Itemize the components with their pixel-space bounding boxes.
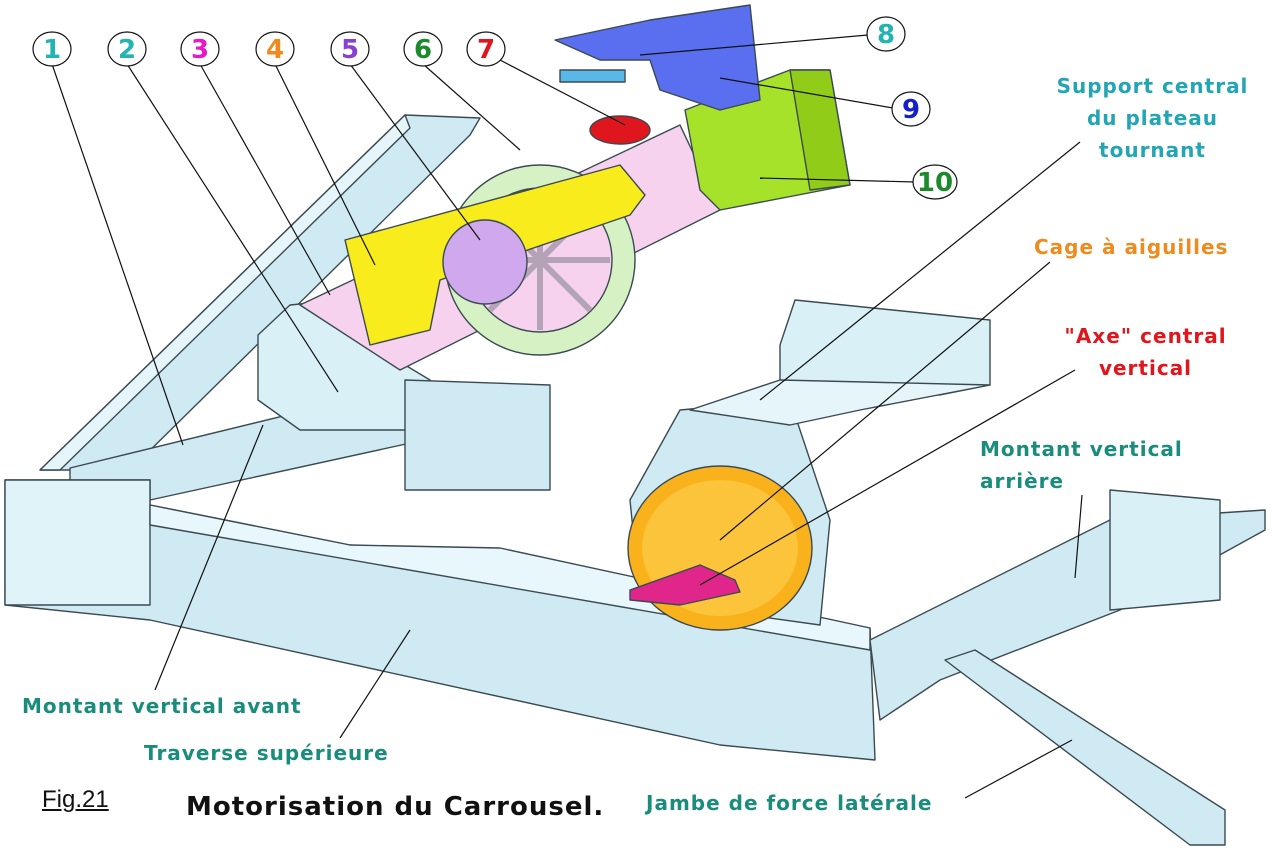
callout-9-number: 9 [902,95,920,125]
callout-10-number: 10 [917,168,953,198]
label-cage: Cage à aiguilles [1034,235,1229,259]
purple-gear [442,219,528,305]
callout-2: 2 [107,31,147,67]
callout-1: 1 [32,31,72,67]
central-axis [629,564,741,606]
label-traverse: Traverse supérieure [144,741,389,765]
callout-5-number: 5 [341,35,359,65]
callout-9: 9 [891,91,931,127]
lateral-strut [944,649,1226,846]
callout-10: 10 [912,164,958,200]
label-support-line2: du plateau [1086,106,1219,130]
callout-6-number: 6 [414,35,432,65]
callout-4: 4 [255,31,295,67]
label-montant-arriere: Montant vertical arrière [980,437,1183,493]
callout-4-number: 4 [266,35,284,65]
label-support-central: Support central du plateau tournant [1050,74,1255,162]
callout-3: 3 [180,31,220,67]
callout-7-number: 7 [477,35,495,65]
coupler [589,115,651,145]
label-axe-central: "Axe" central vertical [1058,324,1233,380]
label-montant-avant: Montant vertical avant [22,694,302,718]
label-montant-arriere-line2: arrière [980,469,1065,493]
label-jambe: Jambe de force latérale [646,791,933,815]
label-axe-line2: vertical [1098,356,1193,380]
figure-title: Motorisation du Carrousel. [186,792,605,822]
callout-3-number: 3 [191,35,209,65]
figure-label: Fig.21 [42,786,109,813]
callout-6: 6 [403,31,443,67]
callout-5: 5 [330,31,370,67]
blue-bracket [554,4,761,111]
label-montant-arriere-line1: Montant vertical [980,437,1183,461]
callout-8: 8 [866,16,906,52]
label-support-line3: tournant [1099,138,1206,162]
callout-2-number: 2 [118,35,136,65]
callout-7: 7 [466,31,506,67]
callout-8-number: 8 [877,20,895,50]
label-support-line1: Support central [1056,74,1249,98]
label-axe-line1: "Axe" central [1064,324,1227,348]
callout-1-number: 1 [43,35,61,65]
callout-markers: 1 2 3 4 5 6 7 8 [32,16,958,200]
